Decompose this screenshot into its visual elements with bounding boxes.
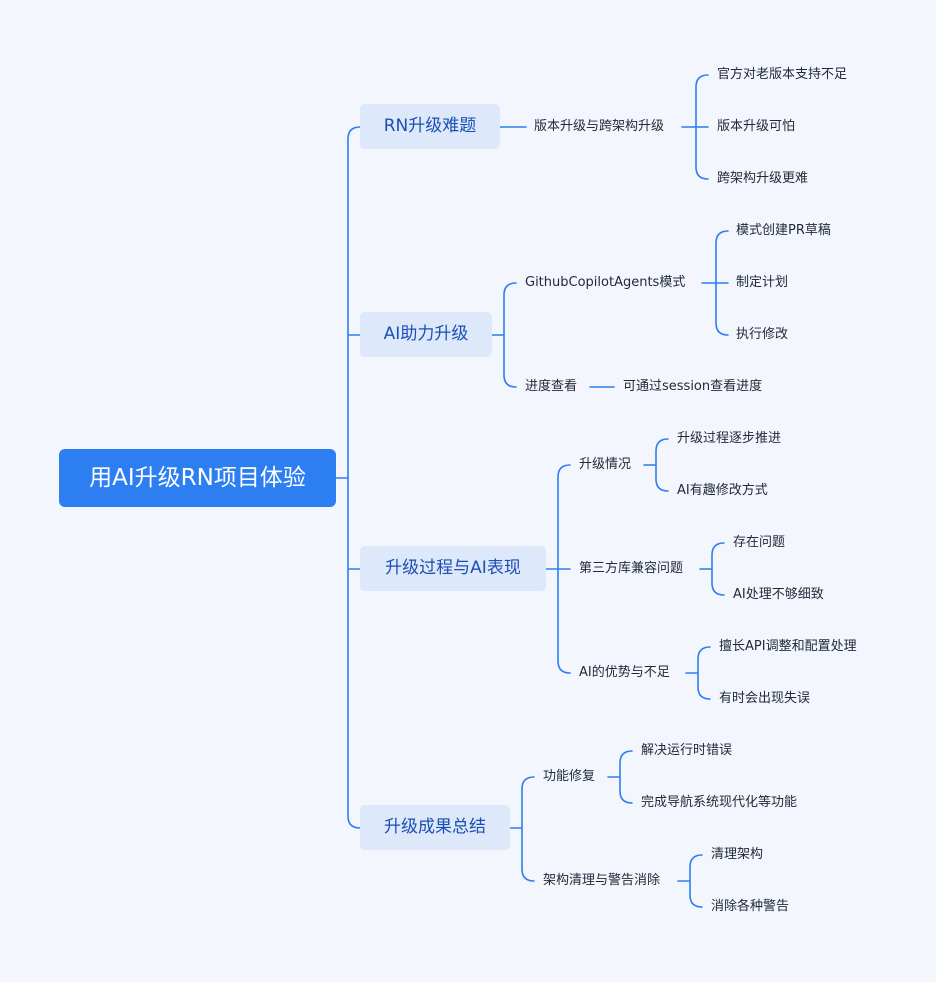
- connector-situation-spine: [655, 438, 669, 492]
- node-third-party-compat[interactable]: 第三方库兼容问题: [579, 561, 684, 576]
- leaf-arch-upgrade-harder[interactable]: 跨架构升级更难: [717, 171, 809, 186]
- leaf-gradual-progress[interactable]: 升级过程逐步推进: [677, 431, 782, 446]
- leaf-execute-changes[interactable]: 执行修改: [736, 327, 789, 342]
- branch-results-summary[interactable]: 升级成果总结: [360, 805, 510, 850]
- leaf-official-support-lacking[interactable]: 官方对老版本支持不足: [717, 67, 848, 82]
- leaf-occasional-mistakes[interactable]: 有时会出现失误: [719, 691, 811, 706]
- connector-cleanup-spine: [689, 854, 703, 908]
- leaf-interesting-changes[interactable]: AI有趣修改方式: [677, 483, 768, 498]
- node-copilot-agents-mode[interactable]: GithubCopilotAgents模式: [525, 275, 686, 290]
- leaf-session-progress[interactable]: 可通过session查看进度: [623, 379, 763, 394]
- node-progress-view[interactable]: 进度查看: [525, 379, 578, 394]
- branch-rn-upgrade-problem[interactable]: RN升级难题: [360, 104, 500, 149]
- leaf-api-config-strength[interactable]: 擅长API调整和配置处理: [719, 639, 857, 654]
- leaf-runtime-errors-fixed[interactable]: 解决运行时错误: [641, 743, 733, 758]
- leaf-version-upgrade-scary[interactable]: 版本升级可怕: [717, 119, 796, 134]
- leaf-clean-architecture[interactable]: 清理架构: [711, 847, 764, 862]
- leaf-create-pr-draft[interactable]: 模式创建PR草稿: [736, 223, 831, 238]
- leaf-remove-warnings[interactable]: 消除各种警告: [711, 899, 790, 914]
- node-arch-cleanup[interactable]: 架构清理与警告消除: [543, 873, 661, 888]
- leaf-navigation-modernized[interactable]: 完成导航系统现代化等功能: [641, 795, 798, 810]
- node-ai-pros-cons[interactable]: AI的优势与不足: [579, 665, 670, 680]
- branch-ai-assisted-upgrade[interactable]: AI助力升级: [360, 312, 492, 357]
- connector-compat-spine: [711, 542, 725, 596]
- node-version-and-arch-upgrade[interactable]: 版本升级与跨架构升级: [534, 119, 665, 134]
- connector-ai-spine: [503, 282, 517, 388]
- connector-fix-spine: [619, 750, 633, 804]
- leaf-ai-not-careful[interactable]: AI处理不够细致: [733, 587, 824, 602]
- node-feature-fix[interactable]: 功能修复: [543, 769, 596, 784]
- leaf-issues-exist[interactable]: 存在问题: [733, 535, 786, 550]
- connector-pros-spine: [697, 646, 711, 700]
- connector-l1-spine: [347, 126, 361, 829]
- branch-process-and-ai-performance[interactable]: 升级过程与AI表现: [360, 546, 546, 591]
- root-node[interactable]: 用AI升级RN项目体验: [59, 449, 336, 507]
- leaf-make-plan[interactable]: 制定计划: [736, 275, 789, 290]
- node-upgrade-situation[interactable]: 升级情况: [579, 457, 632, 472]
- connector-summary-spine: [521, 776, 535, 882]
